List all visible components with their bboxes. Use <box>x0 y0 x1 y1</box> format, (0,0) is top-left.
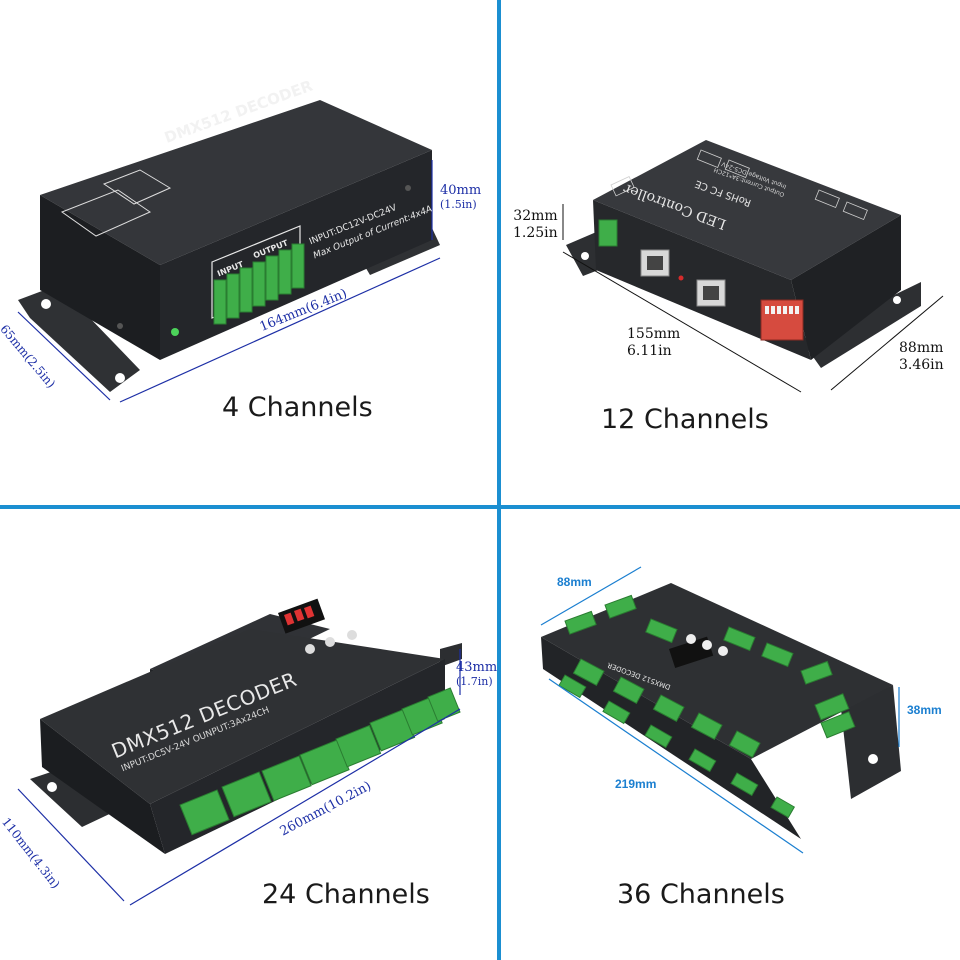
decoder-24ch-image <box>17 598 462 906</box>
height-dimension: 43mm (1.7in) <box>456 660 497 689</box>
panel-4-channels: DMX512 DECODER INPUT:DC12V-DC24V Max Out… <box>0 0 497 505</box>
height-dimension: 40mm (1.5in) <box>440 183 482 212</box>
height-dimension: 32mm 1.25in <box>513 208 558 241</box>
length-dimension: 155mm 6.11in <box>627 326 681 359</box>
caption: 4 Channels <box>222 392 373 423</box>
panel-12-channels: LED Controller RoHS FC CE Output Current… <box>501 0 960 505</box>
length-dimension: 219mm <box>615 777 657 791</box>
vertical-divider <box>497 0 501 960</box>
height-dimension: 38mm <box>907 703 942 717</box>
width-dimension: 88mm 3.46in <box>899 340 944 373</box>
caption: 36 Channels <box>617 879 785 910</box>
decoder-36ch-image <box>540 566 901 854</box>
decoder-4ch-image <box>17 100 441 403</box>
width-dimension: 88mm <box>557 575 592 589</box>
panel-36-channels: DMX512 DECODER 88mm 38mm 219mm 36 Channe… <box>501 509 960 960</box>
panel-24-channels: DMX512 DECODER INPUT:DC5V-24V OUNPUT:3Ax… <box>0 509 497 960</box>
caption: 24 Channels <box>262 879 430 910</box>
caption: 12 Channels <box>601 404 769 435</box>
horizontal-divider <box>0 505 960 509</box>
controller-12ch-image <box>562 140 944 393</box>
